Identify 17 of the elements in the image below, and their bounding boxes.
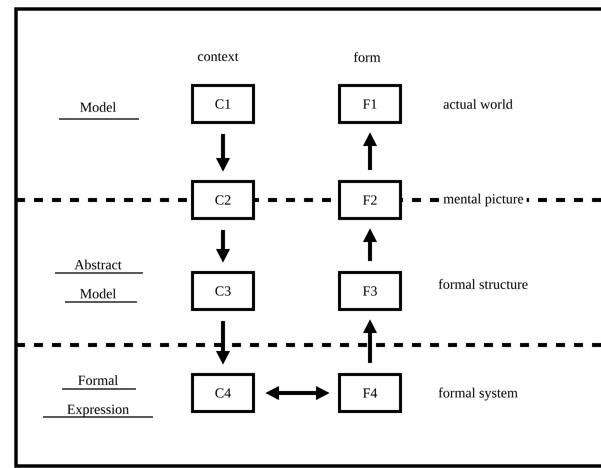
process-box: F1 (338, 84, 402, 124)
process-box: C2 (191, 180, 255, 220)
process-box: F3 (338, 271, 402, 311)
level-label: Abstract Model (53, 256, 143, 303)
world-label: mental picture (440, 190, 527, 210)
process-box: C3 (191, 271, 255, 311)
world-label: formal system (435, 384, 521, 404)
process-box: C4 (191, 373, 255, 413)
column-heading: form (350, 49, 384, 65)
world-label: actual world (440, 96, 516, 112)
process-box: F2 (338, 180, 402, 220)
column-heading: context (194, 50, 242, 64)
level-label: Formal Expression (43, 372, 153, 420)
process-box: C1 (191, 84, 255, 124)
world-label: formal structure (435, 276, 531, 292)
process-box: F4 (338, 373, 402, 413)
level-label: Model (53, 99, 143, 120)
